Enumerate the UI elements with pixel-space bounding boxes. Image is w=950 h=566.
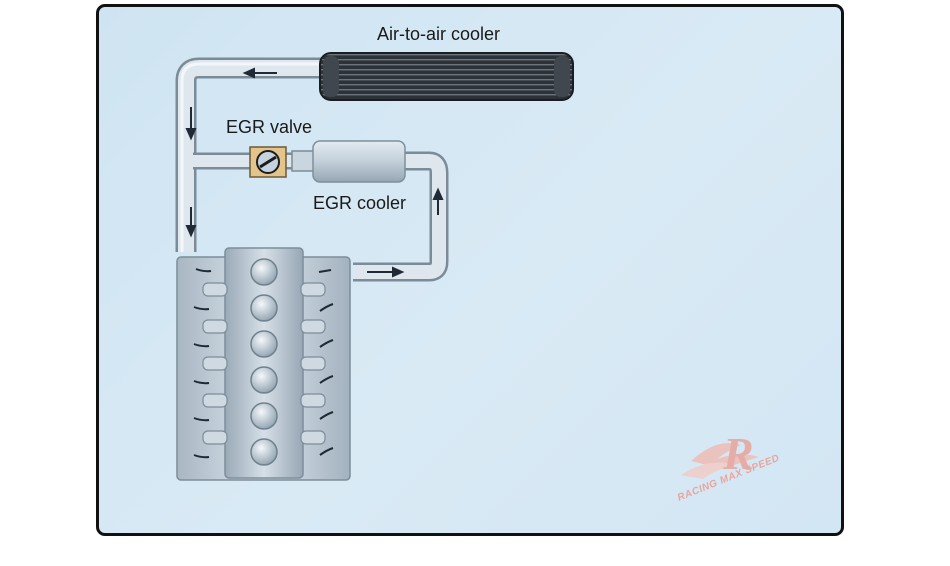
air-to-air-cooler-label: Air-to-air cooler xyxy=(377,24,500,44)
exhaust-ports xyxy=(300,282,326,445)
diagram-frame: Air-to-air cooler EGR valve EGR cooler R… xyxy=(96,4,844,536)
egr-system-diagram: Air-to-air cooler EGR valve EGR cooler R… xyxy=(175,24,781,504)
intake-ports xyxy=(202,282,228,445)
watermark: R RACING MAX SPEED xyxy=(676,428,781,504)
egr-cooler xyxy=(291,140,406,183)
engine xyxy=(176,247,351,481)
intake-pipe xyxy=(175,57,323,252)
egr-valve-label: EGR valve xyxy=(226,117,312,137)
svg-text:R: R xyxy=(722,428,754,479)
cylinders xyxy=(250,258,278,466)
air-to-air-cooler xyxy=(319,52,574,101)
pipe-flow-arrows xyxy=(185,67,444,278)
exhaust-flow-arrows xyxy=(318,269,334,456)
egr-valve xyxy=(249,146,287,178)
watermark-logo: R xyxy=(681,428,759,479)
intake-flow-arrows xyxy=(193,268,212,459)
egr-cooler-label: EGR cooler xyxy=(313,193,406,213)
